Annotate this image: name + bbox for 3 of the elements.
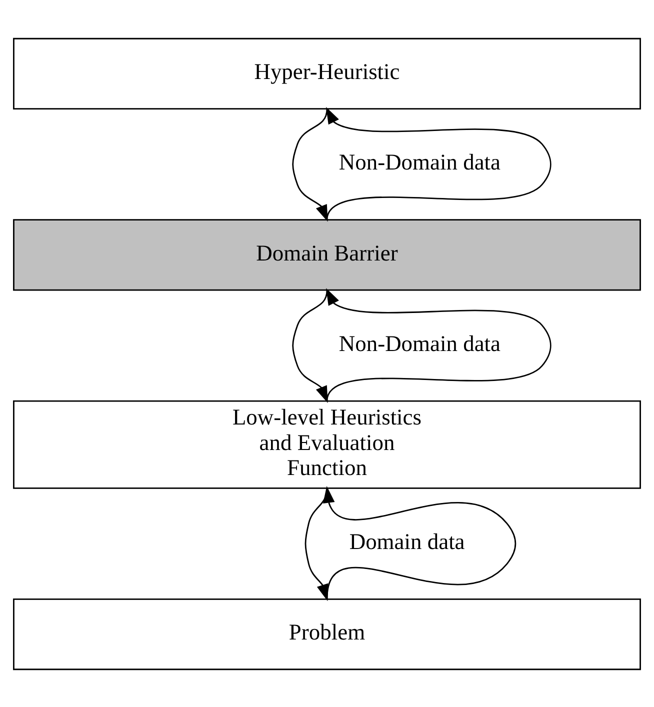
label: Non-Domain data — [338, 330, 501, 356]
label: Non-Domain data — [338, 149, 501, 174]
label: Domain data — [349, 528, 465, 554]
